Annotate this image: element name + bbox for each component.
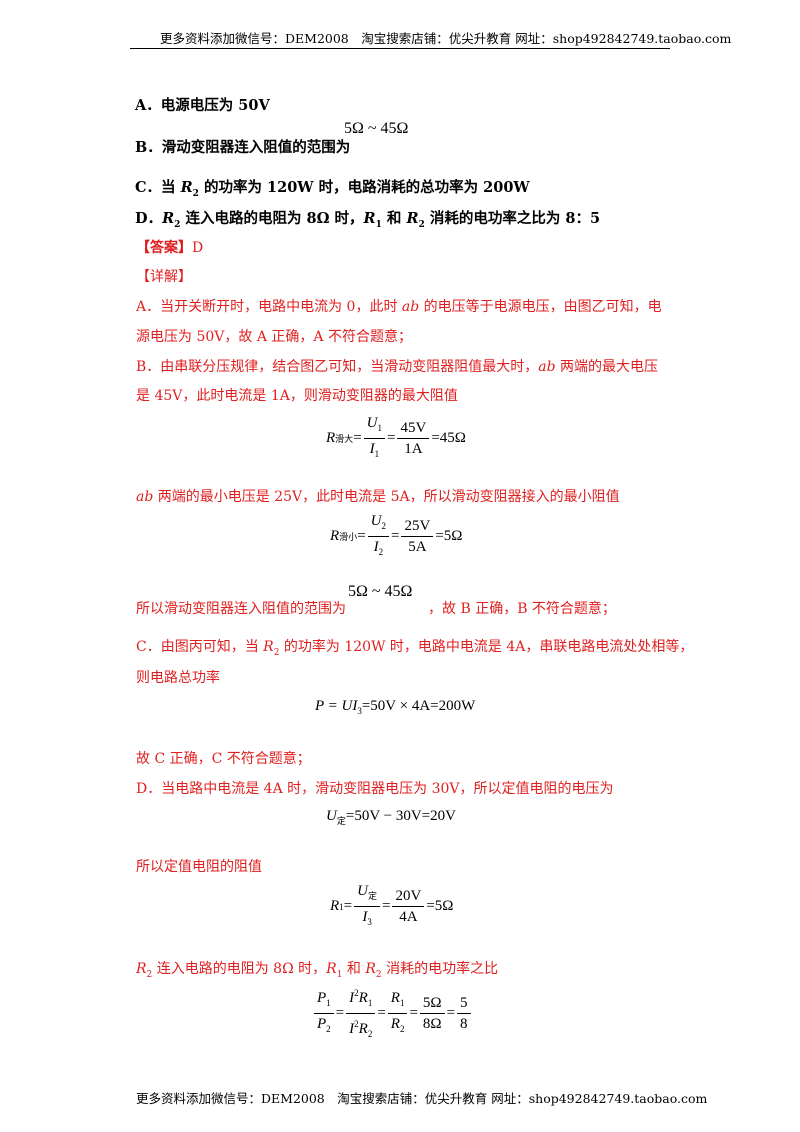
answer-line: 【答案】D [136, 237, 203, 257]
page-footer: 更多资料添加微信号：DEM2008 淘宝搜索店铺：优尖升教育 网址：shop49… [136, 1091, 708, 1106]
detail-d-line2: 所以定值电阻的阻值 [136, 859, 262, 875]
detail-b-line1: B．由串联分压规律，结合图乙可知，当滑动变阻器阻值最大时，ab 两端的最大电压 [136, 359, 659, 375]
detail-d-line3: R2 连入电路的电阻为 8Ω 时，R1 和 R2 消耗的电功率之比 [136, 961, 499, 980]
detail-b-line4-end: ，故 B 正确，B 不符合题意； [428, 601, 616, 617]
header-rule [130, 48, 670, 49]
detail-b-line3: ab 两端的最小电压是 25V，此时电流是 5A，所以滑动变阻器接入的最小阻值 [136, 489, 620, 505]
detail-label: 【详解】 [136, 269, 192, 285]
option-c: C．当 R2 的功率为 120W 时，电路消耗的总功率为 200W [135, 179, 530, 199]
detail-a-line2: 源电压为 50V，故 A 正确，A 不符合题意； [136, 329, 412, 345]
answer-label: 【答案】 [136, 240, 192, 256]
detail-b-line4: 所以滑动变阻器连入阻值的范围为 [136, 601, 346, 617]
formula-u-fixed: U定=50V − 30V=20V [326, 808, 456, 826]
detail-d-line1: D．当电路中电流是 4A 时，滑动变阻器电压为 30V，所以定值电阻的电压为 [136, 781, 614, 797]
option-b-text: B．滑动变阻器连入阻值的范围为 [135, 139, 351, 156]
option-b: B．滑动变阻器连入阻值的范围为 [135, 136, 350, 157]
option-a: A．电源电压为 50V [135, 97, 270, 114]
formula-total-power: P = UI3=50V × 4A=200W [315, 698, 476, 716]
detail-c-line1: C．由图丙可知，当 R2 的功率为 120W 时，电路中电流是 4A，串联电路电… [136, 639, 694, 658]
detail-b-line2: 是 45V，此时电流是 1A，则滑动变阻器的最大阻值 [136, 388, 458, 404]
option-d: D．R2 连入电路的电阻为 8Ω 时，R1 和 R2 消耗的电功率之比为 8：5 [135, 210, 601, 230]
detail-c-line3: 故 C 正确，C 不符合题意； [136, 751, 311, 767]
option-b-range: 5Ω ~ 45Ω [344, 120, 409, 137]
detail-c-line2: 则电路总功率 [136, 670, 220, 686]
page-header: 更多资料添加微信号：DEM2008 淘宝搜索店铺：优尖升教育 网址：shop49… [160, 31, 732, 46]
detail-b-range: 5Ω ~ 45Ω [348, 583, 413, 600]
answer-value: D [192, 240, 204, 256]
detail-a-line1: A．当开关断开时，电路中电流为 0，此时 ab 的电压等于电源电压，由图乙可知，… [136, 299, 662, 315]
